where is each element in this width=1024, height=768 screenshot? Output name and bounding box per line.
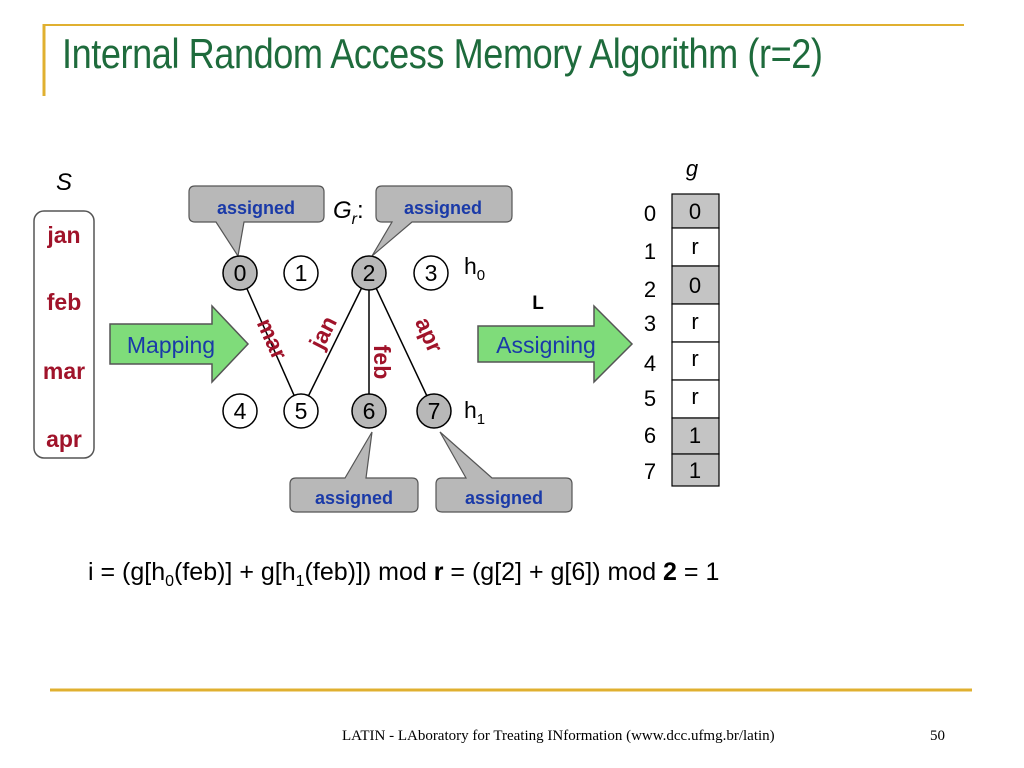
- g-index: 1: [644, 239, 656, 264]
- formula-sub: 0: [165, 573, 175, 590]
- edge-label-mar: mar: [252, 314, 293, 363]
- footer-text: LATIN - LAboratory for Treating INformat…: [342, 728, 775, 744]
- vertex-1: [283, 255, 319, 291]
- vertex-5: [283, 393, 319, 429]
- vertex-label: 0: [234, 260, 247, 286]
- g-cell: [671, 453, 720, 487]
- formula: i = (g[h0(feb)] + g[h1(feb)]) mod r = (g…: [88, 558, 719, 591]
- g-index: 0: [644, 201, 656, 226]
- g-index: 4: [644, 351, 656, 376]
- vertex-label: 7: [428, 398, 441, 424]
- vertex-0: [222, 255, 258, 291]
- callout-bubble: [371, 185, 513, 257]
- callout-bubble: [289, 431, 419, 513]
- set-item: jan: [46, 222, 80, 248]
- vertex-label: 6: [363, 398, 376, 424]
- callout-text: assigned: [404, 198, 482, 218]
- graph-label: Gr:: [333, 197, 364, 228]
- edge-label-jan: jan: [303, 312, 342, 354]
- g-cell: [671, 265, 720, 305]
- vertex-label: 4: [234, 398, 247, 424]
- graph-edge-mar: [239, 272, 302, 412]
- mapping-arrow: [109, 304, 250, 384]
- g-index: 6: [644, 423, 656, 448]
- vertex-6: [351, 393, 387, 429]
- assigning-arrow: [477, 304, 634, 384]
- graph-edge-apr: [368, 272, 435, 412]
- formula-bold: r: [433, 558, 444, 586]
- formula-sub: 1: [295, 573, 305, 590]
- set-item: apr: [46, 426, 82, 452]
- h0-label: h0: [464, 253, 485, 284]
- mapping-arrow-label: Mapping: [127, 332, 215, 358]
- g-value: r: [691, 384, 698, 409]
- set-s-box: [33, 210, 95, 459]
- g-index: 2: [644, 277, 656, 302]
- assigning-arrow-label: Assigning: [496, 332, 596, 358]
- vertex-3: [413, 255, 449, 291]
- edge-label-apr: apr: [410, 313, 448, 356]
- page-number: 50: [930, 728, 945, 744]
- formula-bold: 2: [663, 558, 677, 586]
- callout-bubble: [188, 185, 325, 258]
- set-s-label: S: [56, 169, 72, 196]
- g-value: 0: [689, 199, 701, 224]
- vertex-4: [222, 393, 258, 429]
- vertex-7: [416, 393, 452, 429]
- callout-text: assigned: [217, 198, 295, 218]
- edge-label-feb: feb: [369, 345, 395, 380]
- g-value: r: [691, 234, 698, 259]
- set-item: mar: [43, 358, 85, 384]
- formula-part: i = (g[h: [88, 558, 166, 586]
- g-index: 3: [644, 311, 656, 336]
- g-array-label: g: [686, 156, 699, 181]
- h1-label: h1: [464, 397, 485, 428]
- g-value: 1: [689, 423, 701, 448]
- assigning-arrow-top-label: L: [532, 293, 544, 314]
- callout-text: assigned: [465, 488, 543, 508]
- vertex-label: 5: [295, 398, 308, 424]
- formula-part: (feb)] + g[h: [174, 558, 296, 586]
- g-cell: [671, 227, 720, 267]
- g-index: 7: [644, 459, 656, 484]
- slide-title: Internal Random Access Memory Algorithm …: [62, 30, 823, 77]
- callout-text: assigned: [315, 488, 393, 508]
- formula-part: (feb)]) mod: [304, 558, 434, 586]
- vertex-label: 2: [363, 260, 376, 286]
- formula-part: = 1: [676, 558, 720, 586]
- g-value: r: [691, 346, 698, 371]
- graph-edge-jan: [300, 272, 370, 412]
- vertex-2: [351, 255, 387, 291]
- vertex-label: 3: [425, 260, 438, 286]
- g-value: 0: [689, 273, 701, 298]
- g-value: r: [691, 309, 698, 334]
- g-value: 1: [689, 458, 701, 483]
- set-item: feb: [47, 289, 82, 315]
- formula-part: = (g[2] + g[6]) mod: [443, 558, 664, 586]
- callout-bubble: [435, 431, 573, 513]
- g-cell: [671, 379, 720, 419]
- vertex-label: 1: [295, 260, 308, 286]
- g-cell: [671, 303, 720, 343]
- g-cell: [671, 417, 720, 455]
- g-index: 5: [644, 386, 656, 411]
